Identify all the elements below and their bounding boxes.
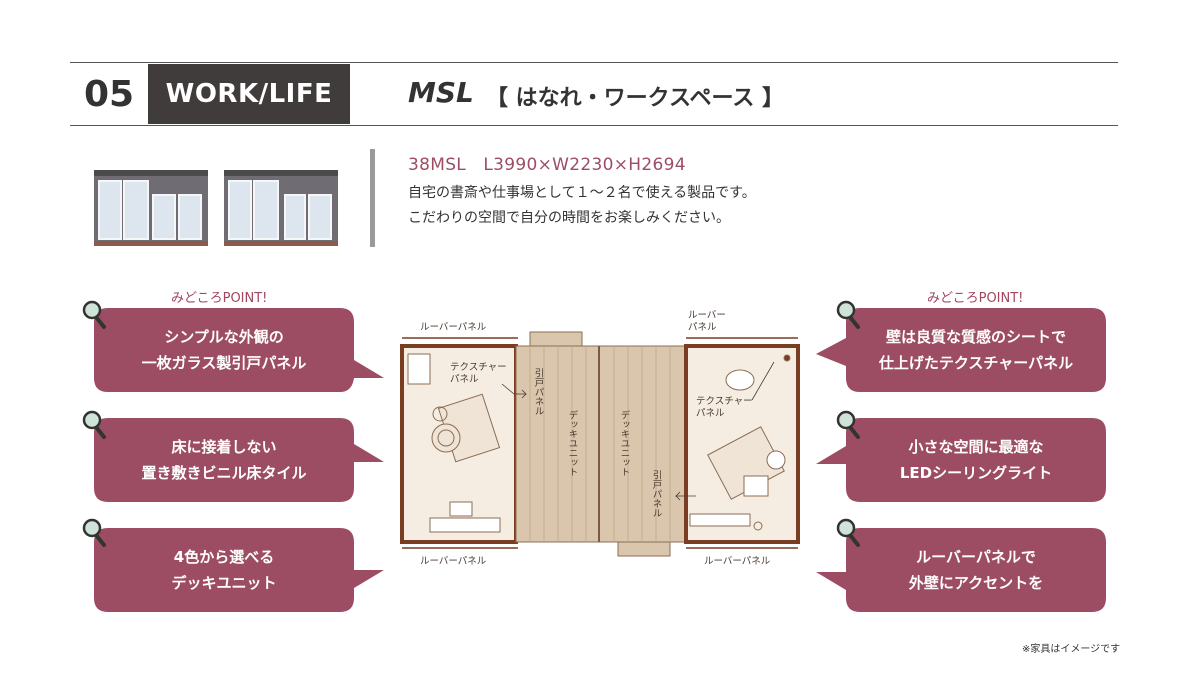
exterior-thumbnail-back: [224, 170, 338, 246]
points-heading-right: みどころPOINT!: [927, 291, 1024, 306]
texture-leader-right: [751, 361, 775, 401]
callout-text-line2: デッキユニット: [171, 574, 277, 592]
deck-label-right: デッキユニット: [619, 409, 631, 476]
callout-left-1: シンプルな外観の一枚ガラス製引戸パネル: [94, 308, 384, 392]
floor-plan: ルーバーパネル ルーバー パネル ルーバーパネル ルーバーパネル テクスチャー …: [400, 310, 800, 567]
callout-text-line1: 小さな空間に最適な: [908, 438, 1044, 456]
callout-text-line2: 外壁にアクセントを: [908, 574, 1044, 592]
callout-text-line1: ルーバーパネルで: [916, 548, 1036, 566]
deck-step-top: [529, 331, 583, 347]
callout-text-line2: LEDシーリングライト: [899, 464, 1053, 482]
texture-leader-left: [501, 383, 515, 395]
right-room-furniture: [689, 354, 791, 531]
louver-label-bottom-right: ルーバーパネル: [704, 556, 771, 567]
callout-bubble: [94, 418, 384, 502]
slide-arrow-icon: [514, 389, 527, 399]
callout-bubble: [94, 308, 384, 392]
callout-right-1: 壁は良質な質感のシートで仕上げたテクスチャーパネル: [816, 308, 1106, 392]
section-category: WORK/LIFE: [148, 64, 350, 124]
callout-bubble: [816, 528, 1106, 612]
texture-label-right-1: テクスチャー: [696, 396, 753, 407]
callout-text-line2: 仕上げたテクスチャーパネル: [878, 354, 1074, 372]
magnifier-icon: [836, 300, 860, 329]
furniture-footnote: ※家具はイメージです: [1022, 644, 1121, 655]
spec-description-line2: こだわりの空間で自分の時間をお楽しみください。: [408, 210, 730, 226]
product-subtitle: 【 はなれ・ワークスペース 】: [486, 86, 785, 111]
points-heading-left: みどころPOINT!: [171, 291, 268, 306]
louver-label-bottom-left: ルーバーパネル: [420, 556, 487, 567]
callout-text-line2: 一枚ガラス製引戸パネル: [141, 354, 307, 372]
exterior-thumbnail-front: [94, 170, 208, 246]
deck-unit: [515, 345, 687, 543]
product-model: MSL: [408, 76, 474, 109]
texture-label-right-2: パネル: [696, 408, 725, 419]
callout-bubble: [94, 528, 384, 612]
texture-label-left-1: テクスチャー: [450, 362, 507, 373]
header-top-rule: [70, 62, 1118, 63]
slide-label-right: 引戸パネル: [651, 470, 663, 518]
slide-arrow-icon: [675, 491, 696, 501]
louver-label-top-right-1: ルーバー: [688, 310, 726, 321]
callout-right-2: 小さな空間に最適な LEDシーリングライト: [816, 418, 1106, 502]
spec-description-line1: 自宅の書斎や仕事場として１～２名で使える製品です。: [408, 185, 756, 201]
callout-left-3: 4色から選べるデッキユニット: [94, 528, 384, 612]
magnifier-icon: [82, 518, 106, 547]
magnifier-icon: [836, 518, 860, 547]
spec-dimensions: 38MSL L3990×W2230×H2694: [408, 155, 686, 175]
callout-text-line1: シンプルな外観の: [164, 328, 284, 346]
header-bottom-rule: [70, 125, 1118, 126]
spec-divider: [370, 149, 375, 247]
section-number: 05: [83, 73, 135, 115]
magnifier-icon: [82, 410, 106, 439]
magnifier-icon: [836, 410, 860, 439]
louver-label-top-left: ルーバーパネル: [420, 322, 487, 333]
callout-bubble: [816, 418, 1106, 502]
slide-label-left: 引戸パネル: [533, 368, 545, 416]
magnifier-icon: [82, 300, 106, 329]
louver-label-top-right-2: パネル: [688, 322, 717, 333]
callout-bubble: [816, 308, 1106, 392]
texture-label-left-2: パネル: [450, 374, 479, 385]
callout-right-3: ルーバーパネルで外壁にアクセントを: [816, 528, 1106, 612]
callout-text-line1: 壁は良質な質感のシートで: [885, 328, 1066, 346]
callout-text-line1: 4色から選べる: [173, 548, 275, 566]
callout-text-line1: 床に接着しない: [171, 438, 277, 456]
callout-left-2: 床に接着しない置き敷きビニル床タイル: [94, 418, 384, 502]
deck-step-bottom: [617, 541, 671, 557]
deck-label-left: デッキユニット: [567, 409, 579, 476]
left-room-furniture: [407, 353, 501, 533]
callout-text-line2: 置き敷きビニル床タイル: [141, 464, 307, 482]
